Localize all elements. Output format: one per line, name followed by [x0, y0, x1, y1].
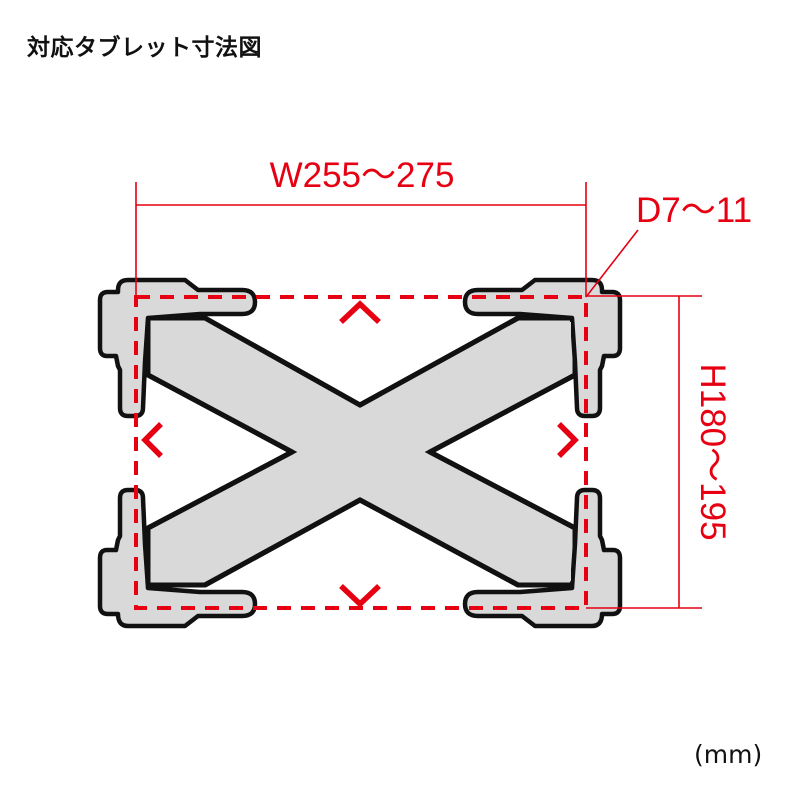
tablet-outline-dashed: [134, 295, 588, 610]
height-label: H180〜195: [693, 363, 732, 540]
height-dimension: [586, 295, 702, 609]
corner-clamp-top-left: [97, 277, 258, 419]
holder-body-overlay: [152, 322, 571, 581]
depth-label: D7〜11: [636, 191, 752, 230]
page-title: 対応タブレット寸法図: [27, 35, 262, 61]
depth-leader-line: [585, 229, 639, 298]
width-dimension: [135, 182, 587, 297]
chevron-left-icon: [141, 422, 163, 458]
chevron-up-icon: [339, 300, 381, 324]
chevrons: [141, 300, 579, 608]
corner-clamp-bottom-right: [462, 487, 623, 629]
unit-label: (mm): [694, 740, 763, 769]
chevron-down-icon: [339, 584, 381, 608]
chevron-right-icon: [557, 422, 579, 458]
holder-inner-edges: [146, 315, 577, 588]
corner-clamp-bottom-left: [97, 487, 258, 629]
corner-clamp-top-right: [462, 277, 623, 419]
width-label: W255〜275: [270, 156, 455, 195]
